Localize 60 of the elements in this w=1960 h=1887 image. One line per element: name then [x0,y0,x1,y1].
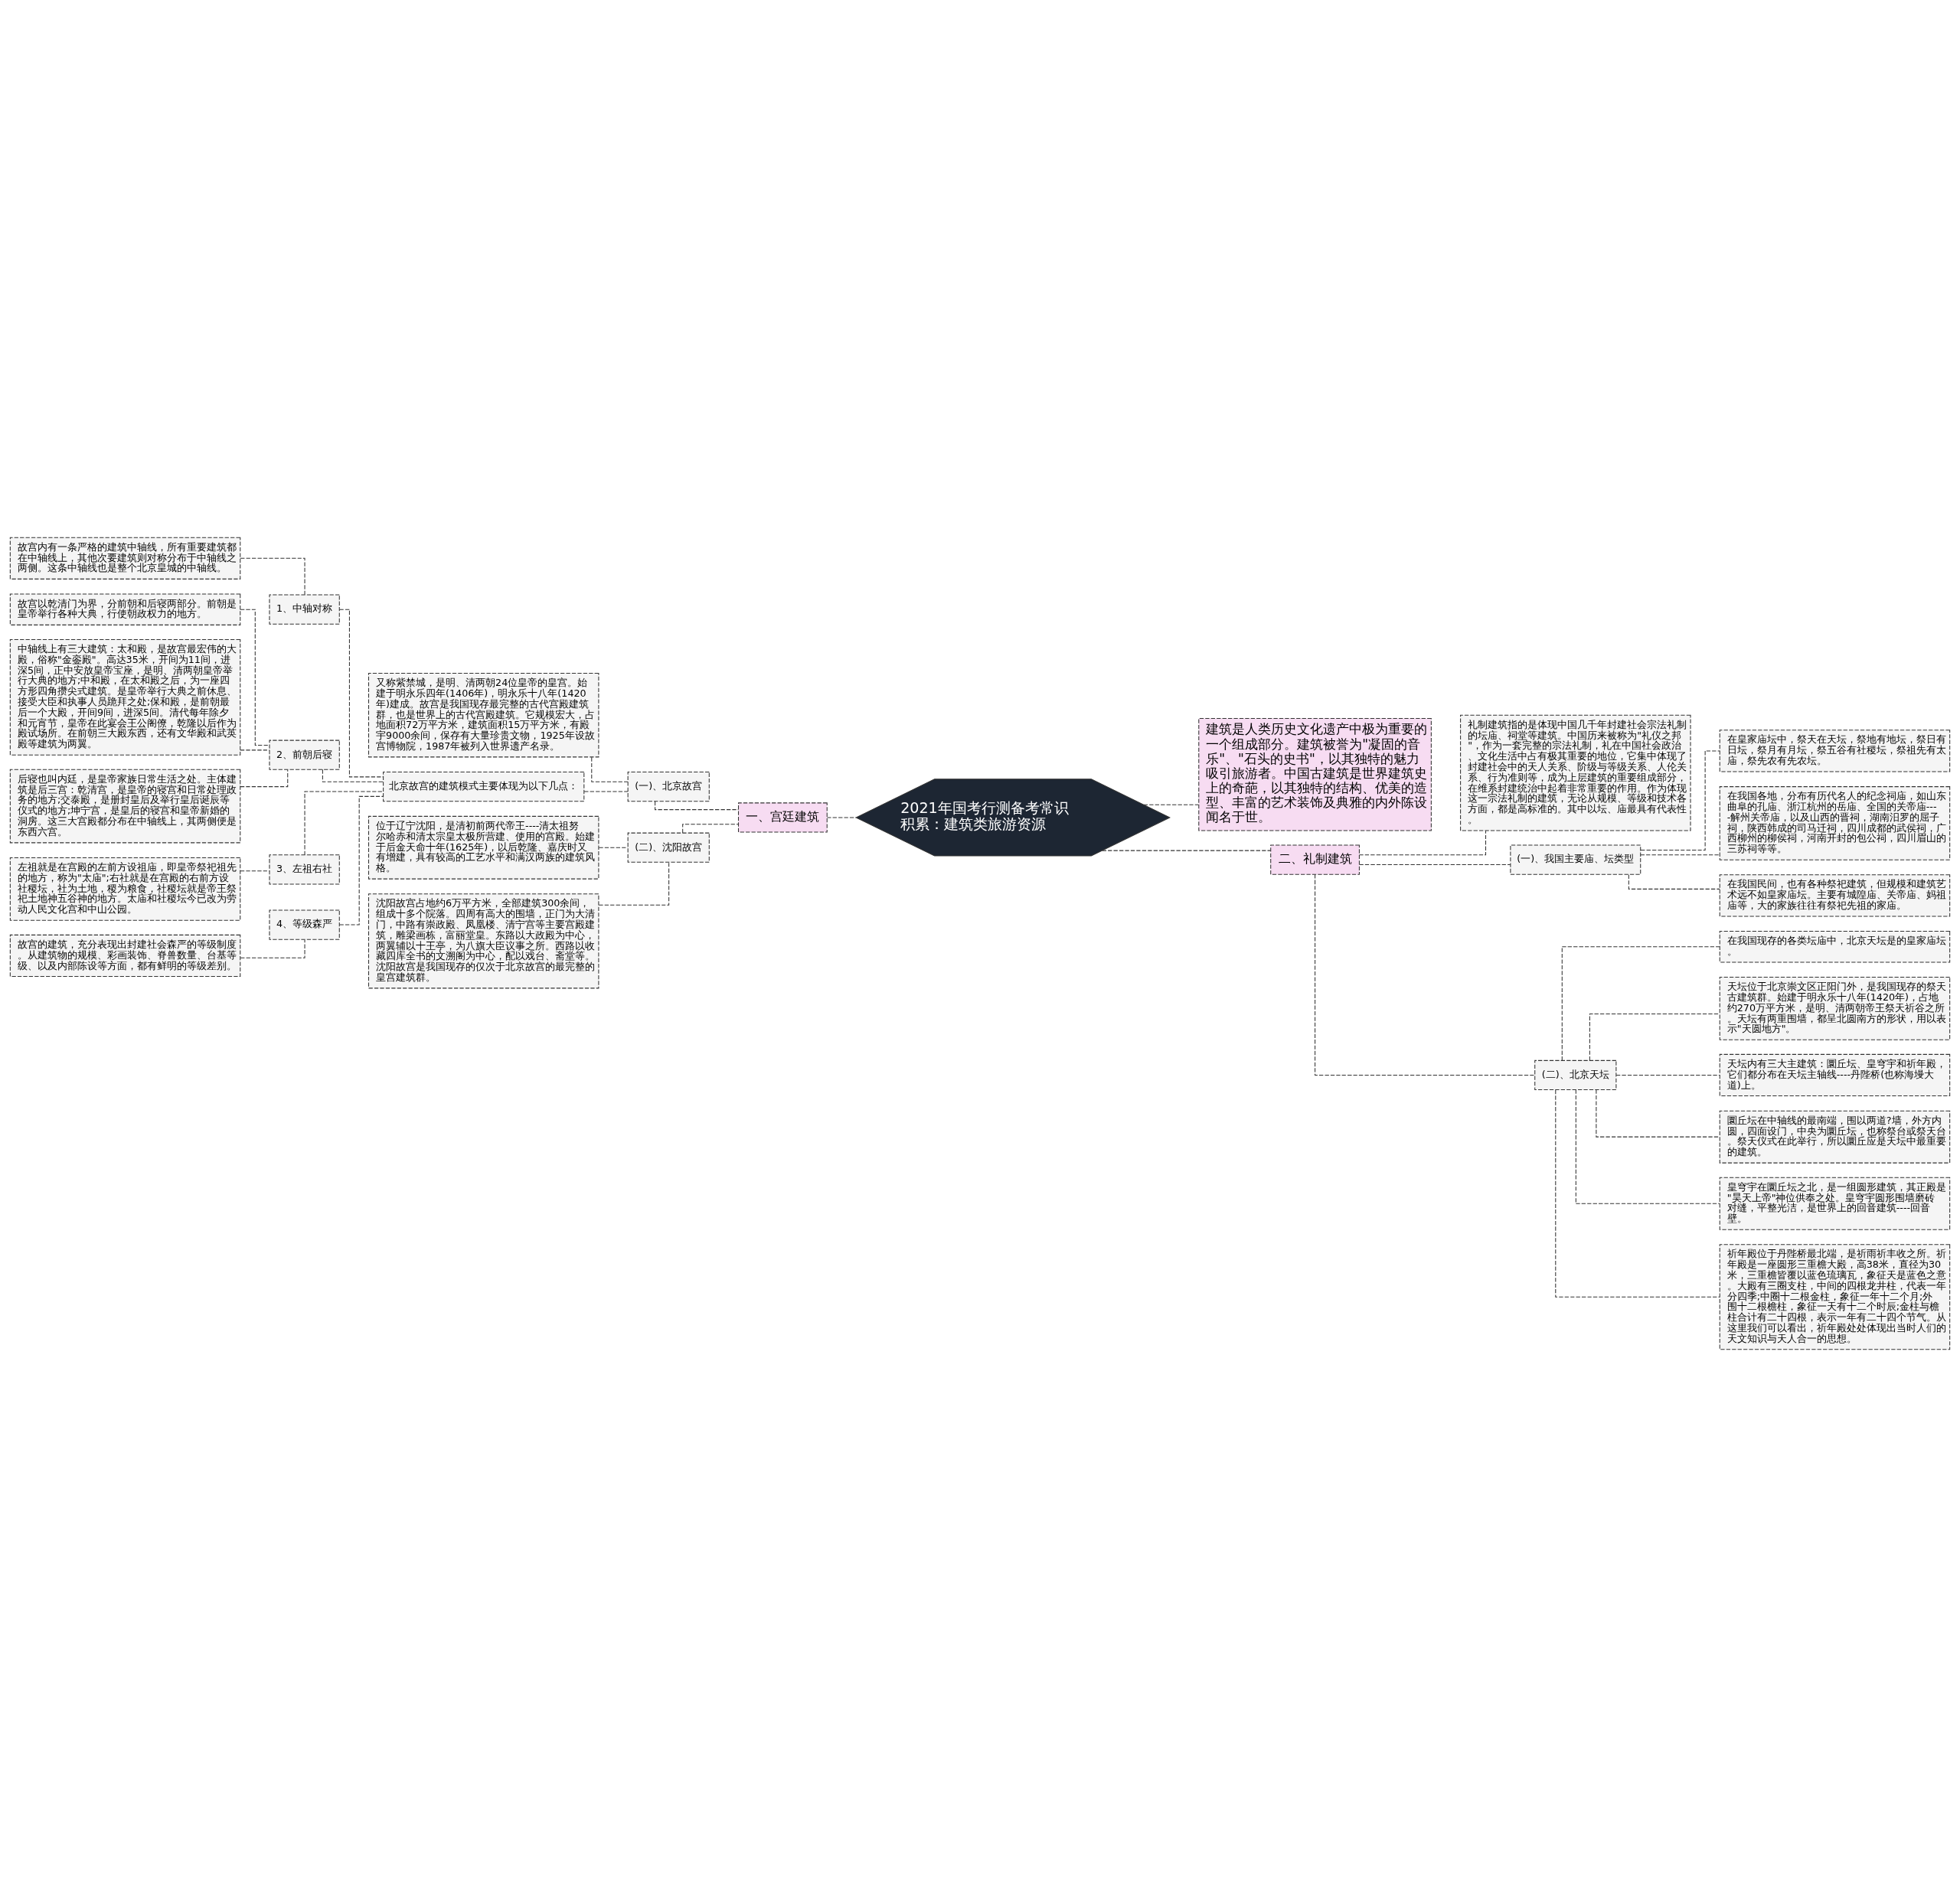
connector [1640,854,1720,856]
connector [598,847,629,848]
connector [338,795,384,926]
node-box: 故宫以乾清门为界，分前朝和后寝两部分。前朝是皇帝举行各种大典，行使朝政权力的地方。 [9,593,241,625]
node-box: 在皇家庙坛中，祭天在天坛，祭地有地坛，祭日有日坛，祭月有月坛，祭五谷有社稷坛，祭祖先有太庙，祭先农有先农坛。 [1719,730,1951,772]
node-box: 在我国各地，分布有历代名人的纪念祠庙，如山东曲阜的孔庙、浙江杭州的岳庙、全国的关帝庙----解州关帝庙，以及山西的晋祠，湖南汨罗的屈子祠，陕西韩成的司马迁祠，四川成都的武侯祠，广西柳州的柳侯祠，河南开封的包公祠，四川眉山的三苏祠等等。 [1719,786,1951,860]
node-box: 2、前朝后寝 [269,739,340,770]
connector [1359,864,1511,866]
connector [1359,830,1487,856]
node-box: 在我国民间，也有各种祭祀建筑，但规模和建筑艺术远不如皇家庙坛。主要有城隍庙、关帝庙、妈祖庙等，大的家族往往有祭祀先祖的家庙。 [1719,874,1951,917]
node-box: 位于辽宁沈阳，是清初前两代帝王----清太祖努尔哈赤和清太宗皇太极所营建、使用的宫殿。始建于后金天命十年(1625年)，以后乾隆、嘉庆时又有增建，具有较高的工艺水平和满汉两族的建筑风格。 [368,815,599,880]
node-box: 故宫内有一条严格的建筑中轴线，所有重要建筑都在中轴线上，其他次要建筑则对称分布于中轴线之两侧。这条中轴线也是整个北京皇城的中轴线。 [9,537,241,579]
connector [304,791,384,856]
connector [240,939,305,958]
connector [240,769,289,788]
node-box: 故宫的建筑，充分表现出封建社会森严的等级制度。从建筑物的规模、彩画装饰、脊兽数量、台基等级、以及内部陈设等方面，都有鲜明的等级差别。 [9,934,241,977]
node-box: 一、宫廷建筑 [738,802,828,833]
connector [1102,850,1272,851]
connector [1561,946,1720,1061]
node-box: 北京故宫的建筑模式主要体现为以下几点： [383,772,585,802]
node-box: (一)、北京故宫 [627,772,710,802]
connector [322,769,384,782]
connector [1596,1089,1720,1138]
node-box: 沈阳故宫占地约6万平方米，全部建筑300余间，组成十多个院落。四周有高大的围墙，正门为大清门，中路有崇政殿、凤凰楼、清宁宫等主要宫殿建筑，雕梁画栋，富丽堂皇。东路以大政殿为中心，两翼辅以十王亭，为八旗大臣议事之所。西路以收藏四库全书的文溯阁为中心，配以戏台、斋堂等。沈阳故宫是我国现存的仅次于北京故宫的最完整的皇宫建筑群。 [368,893,599,989]
node-box: 4、等级森严 [269,909,340,940]
connector [240,557,305,596]
node-box: 祈年殿位于丹陛桥最北端，是祈雨祈丰收之所。祈年殿是一座圆形三重檐大殿，高38米，直径为30米，三重檐皆覆以蓝色琉璃瓦，象征天是蓝色之意。大殿有三圈支柱，中间的四根龙井柱，代表一年分四季;中圈十二根金柱，象征一年十二个月;外围十二根檐柱，象征一天有十二个时辰;金柱与檐柱合计有二十四根，表示一年有二十四个节气。从这里我们可以看出，祈年殿处处体现出当时人们的天文知识与天人合一的思想。 [1719,1244,1951,1350]
node-box: 建筑是人类历史文化遗产中极为重要的一个组成部分。建筑被誉为"凝固的音乐"、"石头的史书"，以其独特的魅力吸引旅游者。中国古建筑是世界建筑史上的奇葩，以其独特的结构、优美的造型、丰富的艺术装饰及典雅的内外陈设闻名于世。 [1198,717,1432,831]
node-box: 左祖就是在宫殿的左前方设祖庙，即皇帝祭祀祖先的地方，称为"太庙";右社就是在宫殿的右前方设社稷坛，社为土地，稷为粮食，社稷坛就是帝王祭祀土地神五谷神的地方。太庙和社稷坛今已改为劳动人民文化宫和中山公园。 [9,857,241,921]
node-box: 1、中轴对称 [269,594,340,625]
connector [682,824,739,834]
node-box: 圜丘坛在中轴线的最南端，围以两道?墙，外方内圆，四面设门，中央为圜丘坛，也称祭台或祭天台。祭天仪式在此举行，所以圜丘应是天坛中最重要的建筑。 [1719,1110,1951,1164]
node-box: 中轴线上有三大建筑：太和殿，是故宫最宏伟的大殿，俗称"金銮殿"。高达35米，开间为11间，进深5间，正中安放皇帝宝座，是明、清两朝皇帝举行大典的地方;中和殿，在太和殿之后，为一座四方形四角攒尖式建筑。是皇帝举行大典之前休息、接受大臣和执事人员跪拜之处;保和殿，是前朝最后一个大殿，开间9间，进深5间。清代每年除夕和元宵节，皇帝在此宴会王公阁僚，乾隆以后作为殿试场所。在前朝三大殿东西，还有文华殿和武英殿等建筑为两翼。 [9,638,241,756]
connector [826,817,857,818]
connector [1315,873,1536,1076]
node-box: (二)、北京天坛 [1534,1059,1617,1091]
connector [591,756,629,782]
node-box: 天坛位于北京崇文区正阳门外，是我国现存的祭天古建筑群。始建于明永乐十八年(1420年)，占地约270万平方米，是明、清两朝帝王祭天祈谷之所。天坛有两重围墙，都呈北圆南方的形状，用以表示"天圆地方"。 [1719,977,1951,1040]
node-box: (二)、沈阳故宫 [627,832,710,863]
connector [240,870,270,872]
connector [1628,874,1720,890]
connector [1143,804,1199,805]
node-box: 二、礼制建筑 [1270,844,1360,875]
node-box: 3、左祖右社 [269,854,340,885]
connector [1575,1089,1720,1204]
connector [240,749,270,751]
connector [1589,1014,1720,1061]
node-box: 礼制建筑指的是体现中国几千年封建社会宗法礼制的坛庙、祠堂等建筑。中国历来被称为"礼仪之邦"，作为一套完整的宗法礼制，礼在中国社会政治、文化生活中占有极其重要的地位，它集中体现了封建社会中的天人关系、阶级与等级关系、人伦关系、行为准则等，成为上层建筑的重要组成部分，在维系封建统治中起着非常重要的作用。作为体现这一宗法礼制的建筑，无论从规模、等级和技术各方面，都是高标准的。其中以坛、庙最具有代表性。 [1460,714,1691,831]
connector [338,609,384,778]
connector [1615,1074,1720,1076]
node-box: 后寝也叫内廷，是皇帝家族日常生活之处。主体建筑是后三宫：乾清宫，是皇帝的寝宫和日常处理政务的地方;交泰殿，是册封皇后及举行皇后诞辰等仪式的地方;坤宁宫，是皇后的寝宫和皇帝新婚的洞房。这三大宫殿都分布在中轴线上，其两侧便是东西六宫。 [9,769,241,844]
node-box: 皇穹宇在圜丘坛之北，是一组圆形建筑，其正殿是"昊天上帝"神位供奉之处。皇穹宇圆形围墙磨砖对缝，平整光洁，是世界上的回音建筑----回音壁。 [1719,1177,1951,1230]
connector [583,791,629,792]
node-box: 天坛内有三大主建筑：圜丘坛、皇穹宇和祈年殿，它们都分布在天坛主轴线----丹陛桥(也称海墁大道)上。 [1719,1053,1951,1097]
connector [598,862,670,906]
node-box: 在我国现存的各类坛庙中，北京天坛是的皇家庙坛。 [1719,931,1951,963]
connector [1555,1089,1720,1298]
connector [240,609,270,746]
node-box: 又称紫禁城，是明、清两朝24位皇帝的皇宫。始建于明永乐四年(1406年)，明永乐十八年(1420年)建成。故宫是我国现存最完整的古代宫殿建筑群，也是世界上的古代宫殿建筑。它规模宏大，占地面积72万平方米，建筑面积15万平方米，有殿宇9000余间，保存有大量珍贵文物，1925年设故宫博物院，1987年被列入世界遗产名录。 [368,673,599,758]
node-box: (一)、我国主要庙、坛类型 [1510,844,1642,875]
